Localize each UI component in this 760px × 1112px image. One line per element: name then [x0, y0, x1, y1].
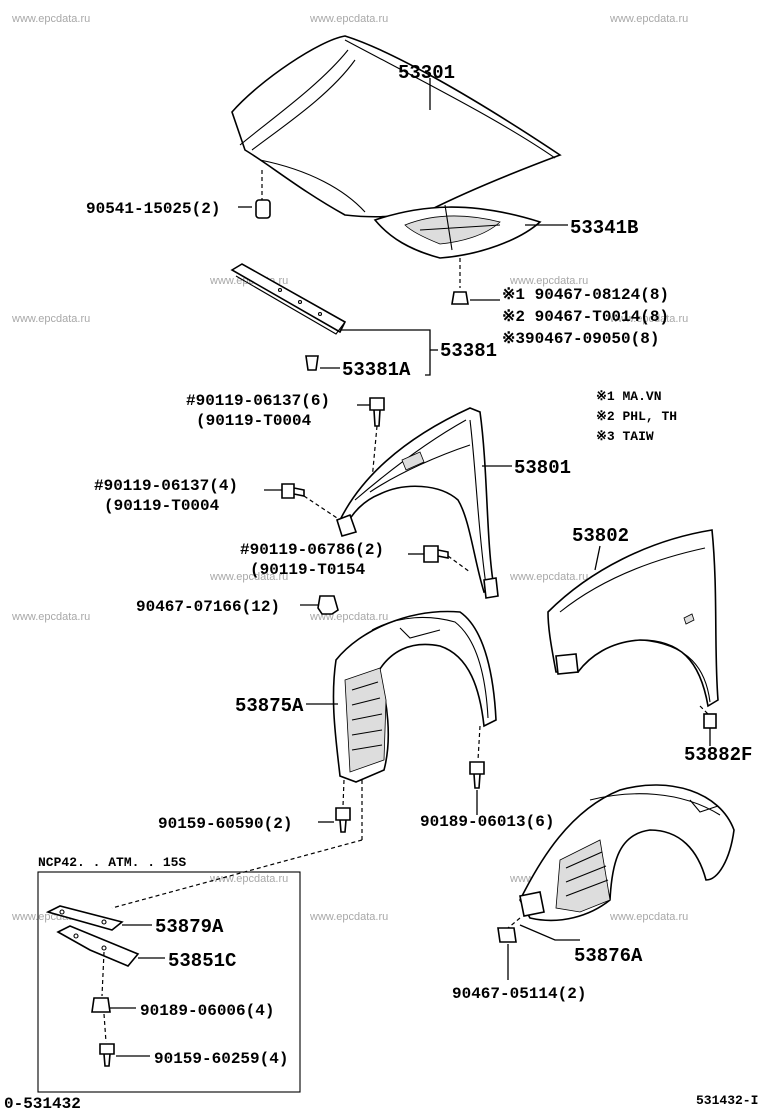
front-fender-rh-drawing	[547, 529, 719, 708]
watermark-text: www.epcdata.ru	[209, 571, 288, 583]
part-label-90541-15025: 90541-15025(2)	[86, 200, 220, 218]
part-label-53801: 53801	[514, 457, 571, 479]
legend-2: ※2 PHL, TH	[596, 409, 677, 424]
part-label-53341b: 53341B	[570, 217, 638, 239]
leader-line	[342, 779, 345, 807]
watermark-text: www.epcdata.ru	[609, 313, 688, 325]
watermark-text: www.epcdata.ru	[11, 611, 90, 623]
bolt-icon	[369, 397, 385, 427]
retainer-icon	[703, 713, 717, 729]
part-label-90159-60259: 90159-60259(4)	[154, 1050, 288, 1068]
legend-3: ※3 TAIW	[596, 429, 654, 444]
part-label-90119-06786: #90119-06786(2)	[240, 541, 384, 559]
footer-left-code: 0-531432	[4, 1095, 81, 1112]
inset-brackets-drawing	[45, 905, 140, 967]
legend-1: ※1 MA.VN	[596, 389, 662, 404]
clip-icon	[317, 595, 339, 615]
part-label-90119-t0004-b: (90119-T0004	[104, 497, 220, 515]
clip-icon	[497, 927, 517, 943]
part-label-53851c: 53851C	[168, 950, 236, 972]
clip-icon	[451, 291, 469, 305]
note-3-part: ※390467-09050(8)	[502, 330, 659, 348]
part-label-53381: 53381	[440, 340, 497, 362]
part-label-90119-t0154: (90119-T0154	[250, 561, 366, 579]
watermark-text: www.epcdata.ru	[609, 13, 688, 25]
watermark-text: www.epcdata.ru	[11, 313, 90, 325]
note-2-part: ※2 90467-T0014(8)	[502, 308, 669, 326]
part-label-53381a: 53381A	[342, 359, 411, 381]
part-label-53875a: 53875A	[235, 695, 304, 717]
hood-drawing	[231, 35, 562, 259]
inset-frame	[37, 871, 301, 1093]
part-label-53879a: 53879A	[155, 916, 224, 938]
leader-line	[519, 924, 580, 941]
note-1-part: ※1 90467-08124(8)	[502, 286, 669, 304]
bolt-icon	[281, 483, 305, 499]
part-label-90119-06137-6: #90119-06137(6)	[186, 392, 330, 410]
watermark-text: www.epcdata.ru	[509, 275, 588, 287]
bumper-stop-icon	[255, 199, 271, 219]
inset-title: NCP42. . ATM. . 15S	[38, 855, 186, 870]
part-label-53301: 53301	[398, 62, 455, 84]
leader-line	[371, 425, 378, 481]
bolt-icon	[335, 807, 351, 833]
watermark-text: www.epcdata.ru	[509, 571, 588, 583]
watermark-text: www.epcdata.ru	[209, 873, 288, 885]
footer-right-code: 531432-I	[696, 1093, 758, 1108]
part-label-90119-t0004-a: (90119-T0004	[196, 412, 312, 430]
watermark-text: www.epcdata.ru	[11, 13, 90, 25]
leader-line	[477, 725, 481, 761]
fender-liner-rh-drawing	[519, 784, 735, 922]
leader-line	[103, 1013, 107, 1043]
part-label-53876a: 53876A	[574, 945, 643, 967]
hood-seal-drawing	[230, 263, 347, 335]
leader-line	[699, 705, 709, 715]
clip-icon	[305, 355, 319, 371]
nut-icon	[91, 997, 111, 1013]
bolt-icon	[99, 1043, 115, 1067]
watermark-text: www.epcdata.ru	[309, 911, 388, 923]
bolt-icon	[469, 761, 485, 789]
part-label-90189-06013: 90189-06013(6)	[420, 813, 554, 831]
leader-line	[111, 839, 363, 909]
leader-line	[507, 917, 521, 929]
part-label-90119-06137-4: #90119-06137(4)	[94, 477, 238, 495]
watermark-text: www.epcdata.ru	[309, 13, 388, 25]
part-label-90159-60590: 90159-60590(2)	[158, 815, 292, 833]
bolt-icon	[423, 545, 449, 563]
part-label-90467-07166: 90467-07166(12)	[136, 598, 280, 616]
front-fender-lh-drawing	[336, 407, 499, 599]
part-label-53802: 53802	[572, 525, 629, 547]
watermark-text: www.epcdata.ru	[609, 911, 688, 923]
part-label-90189-06006: 90189-06006(4)	[140, 1002, 274, 1020]
part-label-90467-05114: 90467-05114(2)	[452, 985, 586, 1003]
leader-line	[101, 951, 105, 997]
leader-line	[594, 545, 601, 571]
leader-line	[303, 495, 341, 521]
leader-line	[340, 329, 431, 376]
part-label-53882f: 53882F	[684, 744, 752, 766]
fender-liner-lh-drawing	[332, 610, 497, 783]
leader-line	[447, 555, 471, 573]
